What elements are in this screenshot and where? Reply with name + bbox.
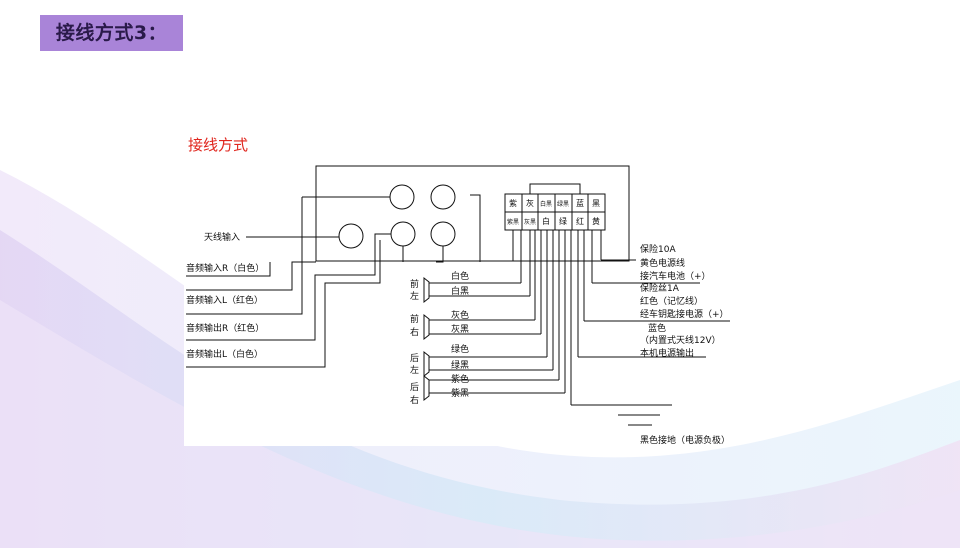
rca-jack: [430, 184, 456, 210]
audio-in-l-label: 音频输入L（红色）: [186, 294, 263, 306]
speaker-wire-label: 白色: [451, 270, 469, 282]
red-memory-label: 红色（记忆线）: [640, 295, 703, 307]
speaker-position-label: 后: [410, 382, 419, 393]
antenna-12v-label: （内置式天线12V）: [640, 334, 721, 346]
connector-top-label: 灰: [526, 198, 534, 208]
wiring-figure: [184, 132, 736, 446]
audio-out-r-label: 音频输出R（红色）: [186, 322, 264, 334]
power-out-label: 本机电源输出: [640, 347, 694, 359]
speaker-wire-label: 紫色: [451, 373, 469, 385]
audio-out-l-label: 音频输出L（白色）: [186, 348, 263, 360]
connector-top-label: 紫: [509, 199, 517, 208]
audio-in-r-label: 音频输入R（白色）: [186, 262, 264, 274]
speaker-position-label: 左: [410, 364, 419, 376]
connector-top-label: 白黑: [540, 200, 552, 208]
speaker-icon: [423, 276, 430, 304]
blue-label: 蓝色: [648, 322, 666, 334]
figure-title: 接线方式: [188, 136, 249, 154]
speaker-position-label: 左: [410, 290, 419, 302]
antenna-label: 天线输入: [204, 231, 240, 243]
connector-bottom-label: 紫黑: [507, 218, 519, 226]
connector-top-label: 绿黑: [557, 200, 569, 208]
speaker-wire-label: 绿黑: [451, 359, 469, 371]
connector-top-label: 蓝: [576, 198, 584, 208]
speaker-position-label: 右: [410, 326, 419, 338]
fuse10-label: 保险10A: [640, 243, 676, 255]
speaker-icon: [423, 313, 430, 341]
connector-bottom-label: 黄: [592, 216, 600, 226]
fuse1-label: 保险丝1A: [640, 282, 680, 294]
speaker-wire-label: 白黑: [451, 285, 469, 297]
section-title: 接线方式3：: [40, 15, 183, 51]
head-unit-box: [315, 165, 630, 262]
speaker-wire-label: 绿色: [451, 343, 469, 355]
speaker-wire-label: 紫黑: [451, 388, 469, 399]
battery-label: 接汽车电池（+）: [640, 270, 711, 282]
connector-bottom-label: 白: [542, 216, 550, 226]
connector-top-label: 黑: [592, 199, 600, 208]
connector-bottom-label: 绿: [559, 217, 567, 226]
rca-jack: [338, 223, 364, 249]
speaker-position-label: 右: [410, 394, 419, 406]
speaker-position-label: 后: [410, 353, 419, 364]
speaker-icon: [423, 374, 430, 402]
ground-label: 黑色接地（电源负极）: [640, 434, 730, 446]
key-power-label: 经车钥匙接电源（+）: [640, 308, 729, 320]
speaker-position-label: 前: [410, 278, 419, 290]
yellow-wire-label: 黄色电源线: [640, 257, 685, 269]
speaker-wire-label: 灰黑: [451, 323, 469, 335]
speaker-position-label: 前: [410, 313, 419, 325]
speaker-wire-label: 灰色: [451, 309, 469, 321]
connector-bottom-label: 灰黑: [524, 218, 536, 226]
connector-bottom-label: 红: [576, 216, 584, 226]
